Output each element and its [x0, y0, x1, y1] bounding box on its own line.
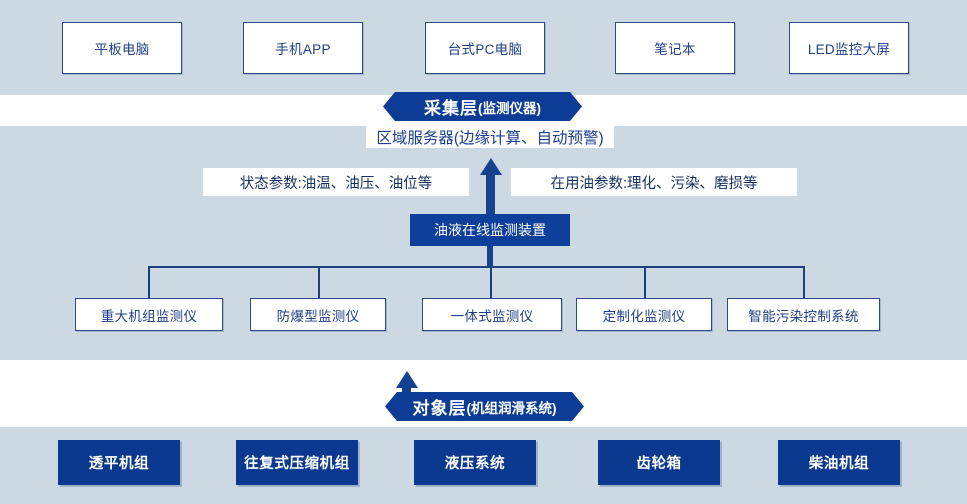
status-parameters-label: 状态参数:油温、油压、油位等 — [203, 168, 469, 196]
tree-drop-5 — [803, 266, 805, 299]
device-node-smart-contamination-control-label: 智能污染控制系统 — [748, 308, 859, 324]
tree-stem — [487, 246, 493, 268]
presentation-node-desktop-pc-label: 台式PC电脑 — [447, 42, 523, 57]
object-node-hydraulic-system-label: 液压系统 — [444, 456, 506, 472]
upward-arrow-head-object — [396, 371, 418, 388]
device-node-major-unit-monitor[interactable]: 重大机组监测仪 — [75, 298, 223, 331]
presentation-node-laptop[interactable]: 笔记本 — [615, 22, 735, 74]
object-node-gearbox-label: 齿轮箱 — [636, 456, 682, 472]
oil-online-monitoring-device-box[interactable]: 油液在线监测装置 — [410, 214, 570, 246]
object-node-diesel-unit-label: 柴油机组 — [808, 456, 870, 472]
object-node-hydraulic-system[interactable]: 液压系统 — [414, 440, 536, 485]
device-node-explosion-proof-monitor-label: 防爆型监测仪 — [276, 308, 360, 324]
object-node-turbine-unit[interactable]: 透平机组 — [58, 440, 180, 485]
object-node-diesel-unit[interactable]: 柴油机组 — [778, 440, 900, 485]
presentation-node-led-wall[interactable]: LED监控大屏 — [789, 22, 909, 74]
object-layer-banner-title: 对象层 — [412, 399, 467, 418]
object-node-reciprocating-compressor-label: 往复式压缩机组 — [244, 456, 350, 472]
device-node-smart-contamination-control[interactable]: 智能污染控制系统 — [727, 298, 880, 331]
tree-drop-4 — [644, 266, 646, 299]
object-node-reciprocating-compressor[interactable]: 往复式压缩机组 — [236, 440, 358, 485]
object-node-gearbox[interactable]: 齿轮箱 — [598, 440, 720, 485]
regional-server-label: 区域服务器(边缘计算、自动预警) — [366, 126, 614, 148]
tree-horizontal-bus — [148, 266, 805, 268]
presentation-node-laptop-label: 笔记本 — [654, 42, 696, 57]
oil-online-monitoring-device-label: 油液在线监测装置 — [434, 222, 546, 238]
presentation-node-desktop-pc[interactable]: 台式PC电脑 — [425, 22, 545, 74]
presentation-node-led-wall-label: LED监控大屏 — [807, 42, 891, 57]
collection-layer-banner-title: 采集层 — [424, 99, 478, 118]
regional-server-label-text: 区域服务器(边缘计算、自动预警) — [376, 130, 604, 147]
object-layer-banner-subtitle: (机组润滑系统) — [466, 400, 557, 416]
upward-arrow-shaft-collection — [486, 174, 495, 214]
device-node-explosion-proof-monitor[interactable]: 防爆型监测仪 — [250, 298, 386, 331]
tree-drop-2 — [318, 266, 320, 299]
object-layer-banner: 对象层 (机组润滑系统) — [385, 392, 584, 421]
collection-layer-banner: 采集层 (监测仪器) — [383, 92, 582, 121]
object-node-turbine-unit-label: 透平机组 — [88, 456, 150, 472]
device-node-integrated-monitor-label: 一体式监测仪 — [450, 308, 534, 324]
status-parameters-text: 状态参数:油温、油压、油位等 — [239, 175, 433, 192]
inuse-oil-parameters-label: 在用油参数:理化、污染、磨损等 — [511, 168, 797, 196]
device-node-customized-monitor-label: 定制化监测仪 — [602, 308, 686, 324]
tree-drop-3 — [490, 266, 492, 299]
device-node-integrated-monitor[interactable]: 一体式监测仪 — [422, 298, 562, 331]
device-node-customized-monitor[interactable]: 定制化监测仪 — [576, 298, 712, 331]
device-node-major-unit-monitor-label: 重大机组监测仪 — [100, 308, 198, 324]
tree-drop-1 — [148, 266, 150, 299]
presentation-node-tablet[interactable]: 平板电脑 — [62, 22, 182, 74]
presentation-node-mobile-app[interactable]: 手机APP — [243, 22, 363, 74]
collection-layer-banner-subtitle: (监测仪器) — [478, 100, 541, 116]
presentation-node-mobile-app-label: 手机APP — [275, 42, 331, 57]
presentation-node-tablet-label: 平板电脑 — [94, 42, 150, 57]
inuse-oil-parameters-text: 在用油参数:理化、污染、磨损等 — [550, 175, 758, 192]
upward-arrow-head-collection — [480, 158, 502, 175]
